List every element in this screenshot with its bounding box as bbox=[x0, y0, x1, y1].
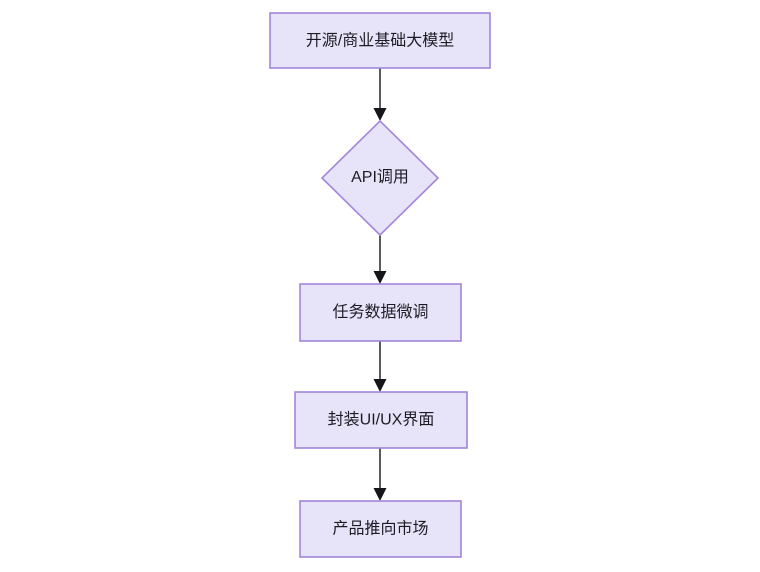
connector-package-ui-ux-to-go-to-market bbox=[373, 448, 387, 501]
node-label: 任务数据微调 bbox=[332, 303, 428, 321]
node-shape-rectangle[interactable] bbox=[299, 283, 462, 342]
connector-task-finetune-to-package-ui-ux bbox=[373, 341, 387, 392]
node-label: 产品推向市场 bbox=[332, 520, 428, 538]
node-shape-rectangle[interactable] bbox=[294, 391, 468, 449]
node-label: 开源/商业基础大模型 bbox=[306, 32, 454, 50]
node-task-finetune[interactable]: 任务数据微调 bbox=[299, 283, 462, 342]
node-label: 封装UI/UX界面 bbox=[328, 411, 435, 429]
node-api-call[interactable]: API调用 bbox=[320, 119, 440, 237]
node-package-ui-ux[interactable]: 封装UI/UX界面 bbox=[294, 391, 468, 449]
connector-api-call-to-task-finetune bbox=[373, 235, 387, 284]
node-go-to-market[interactable]: 产品推向市场 bbox=[299, 500, 462, 558]
arrowhead-icon bbox=[373, 108, 387, 121]
node-shape-rectangle[interactable] bbox=[299, 500, 462, 558]
node-base-model[interactable]: 开源/商业基础大模型 bbox=[269, 12, 491, 69]
node-shape-diamond[interactable] bbox=[320, 119, 440, 237]
arrowhead-icon bbox=[373, 379, 387, 392]
connector-base-model-to-api-call bbox=[373, 68, 387, 121]
node-label: API调用 bbox=[351, 168, 409, 186]
node-shape-rectangle[interactable] bbox=[269, 12, 491, 69]
arrowhead-icon bbox=[373, 488, 387, 501]
arrowhead-icon bbox=[373, 271, 387, 284]
